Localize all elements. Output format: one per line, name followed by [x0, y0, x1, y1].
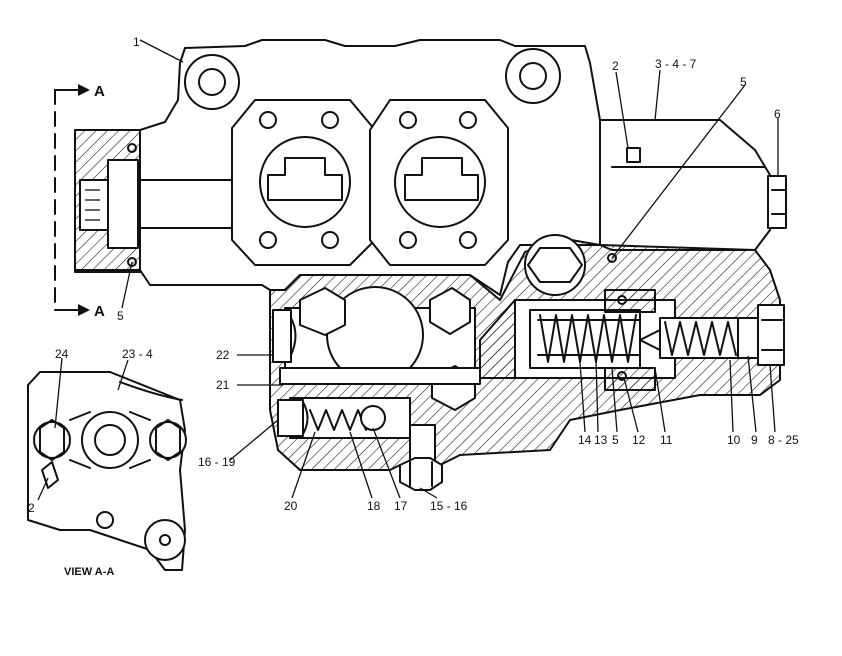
callouts: 1 2 3 - 4 - 7 5 6 5 22 21 16 - 19 20 18 … [28, 35, 799, 515]
port-flange-left [231, 99, 376, 266]
view-caption: VIEW A-A [64, 566, 114, 578]
section-marker-top: A [94, 83, 105, 100]
callout-23-4: 23 - 4 [122, 347, 153, 361]
callout-22: 22 [216, 348, 230, 362]
callout-11: 11 [660, 433, 673, 447]
callout-2-view: 2 [28, 501, 35, 515]
lower-section-hatch [269, 234, 785, 491]
callout-14: 14 [578, 433, 592, 447]
end-plug [626, 147, 787, 229]
left-section-hatch [74, 129, 241, 273]
callout-5-bottom: 5 [612, 433, 619, 447]
callout-5-left: 5 [117, 309, 124, 323]
view-aa-inset [27, 371, 187, 571]
section-markers [54, 84, 90, 316]
leader-lines [37, 39, 779, 501]
callout-21: 21 [216, 378, 230, 392]
callout-9: 9 [751, 433, 758, 447]
callout-17: 17 [394, 499, 408, 513]
port-flange-right [369, 99, 509, 266]
callout-12: 12 [632, 433, 646, 447]
section-marker-bottom: A [94, 303, 105, 320]
callout-20: 20 [284, 499, 298, 513]
callout-15-16: 15 - 16 [430, 499, 468, 513]
callout-8-25: 8 - 25 [768, 433, 799, 447]
callout-5-top: 5 [740, 75, 747, 89]
callout-16-19: 16 - 19 [198, 455, 236, 469]
callout-18: 18 [367, 499, 381, 513]
callout-24: 24 [55, 347, 69, 361]
callout-2: 2 [612, 59, 619, 73]
callout-10: 10 [727, 433, 741, 447]
callout-6: 6 [774, 107, 781, 121]
callout-13: 13 [594, 433, 608, 447]
callout-3-4-7: 3 - 4 - 7 [655, 57, 697, 71]
callout-1: 1 [133, 35, 140, 49]
